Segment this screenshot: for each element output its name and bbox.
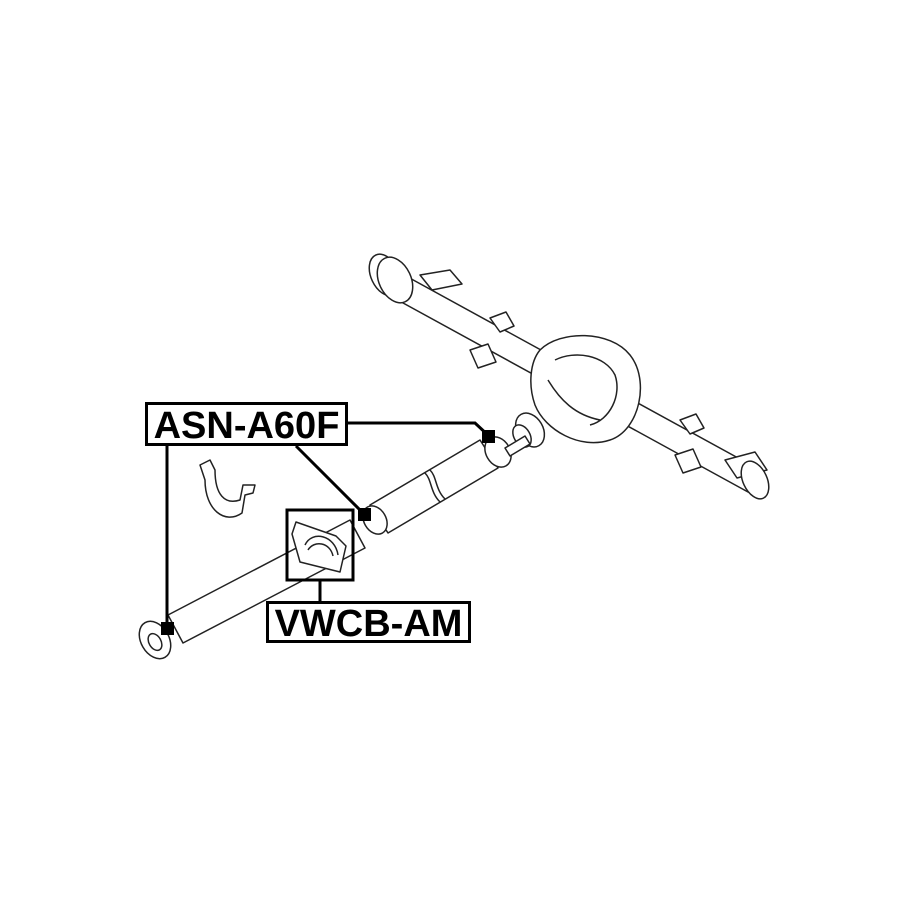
marker-middle-joint — [358, 508, 371, 521]
rear-driveshaft — [362, 435, 531, 535]
part-label-asn-a60f: ASN-A60F — [145, 402, 348, 446]
center-bearing — [291, 521, 347, 573]
position-markers — [161, 430, 495, 635]
detail-highlight-box — [285, 508, 355, 582]
part-label-vwcb-am: VWCB-AM — [266, 601, 471, 643]
marker-rear-joint — [482, 430, 495, 443]
marker-front-flange — [161, 622, 174, 635]
bearing-bracket — [199, 459, 256, 518]
rear-axle — [368, 253, 770, 500]
